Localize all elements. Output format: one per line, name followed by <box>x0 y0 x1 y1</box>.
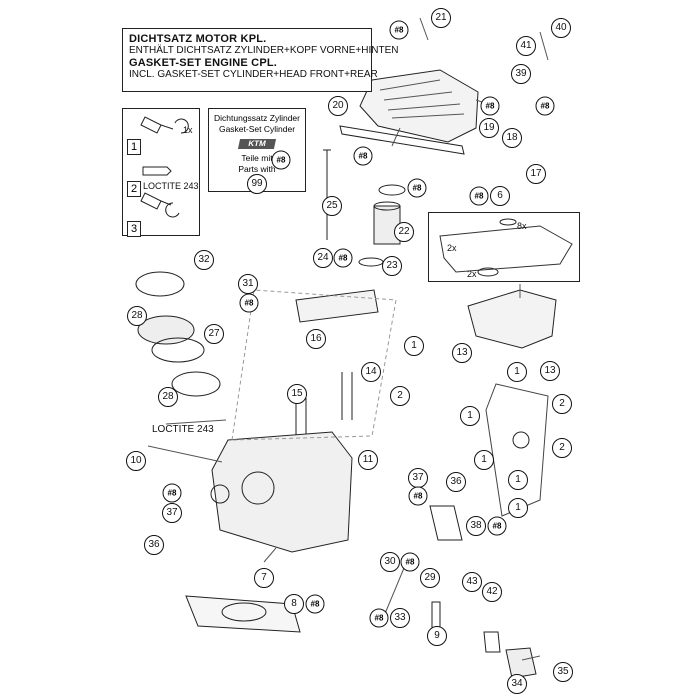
callout-10: 10 <box>126 451 146 471</box>
callout-11: 11 <box>358 450 378 470</box>
callout-30: 30 <box>380 552 400 572</box>
callout-1-gasket-e: 1 <box>508 470 528 490</box>
callout-1-mid: 1 <box>404 336 424 356</box>
ref-marker: #8 <box>369 608 389 628</box>
gasket-kit-desc-de: ENTHÄLT DICHTSATZ ZYLINDER+KOPF VORNE+HI… <box>129 45 399 56</box>
ref-marker: #8 <box>469 186 489 206</box>
ref-marker: #8 <box>162 483 182 503</box>
step-2-loctite: LOCTITE 243 <box>143 181 199 191</box>
callout-23: 23 <box>382 256 402 276</box>
callout-2-gasket-a: 2 <box>552 394 572 414</box>
callout-25: 25 <box>322 196 342 216</box>
callout-20: 20 <box>328 96 348 116</box>
callout-1-gasket-a: 1 <box>507 362 527 382</box>
qty-8x: 8x <box>517 221 527 231</box>
loctite-label: LOCTITE 243 <box>152 424 214 435</box>
callout-1-gasket-c: 1 <box>474 450 494 470</box>
ref-marker: #8 <box>333 248 353 268</box>
callout-29: 29 <box>420 568 440 588</box>
callout-38: 38 <box>466 516 486 536</box>
step-drawings <box>140 116 189 218</box>
gasket-kit-box: DICHTSATZ MOTOR KPL. ENTHÄLT DICHTSATZ Z… <box>122 28 399 92</box>
callout-40: 40 <box>551 18 571 38</box>
callout-19: 19 <box>479 118 499 138</box>
qty-2x-b: 2x <box>467 269 477 279</box>
callout-14: 14 <box>361 362 381 382</box>
ref-marker: #8 <box>305 594 325 614</box>
callout-27: 27 <box>204 324 224 344</box>
ref-marker: #8 <box>239 293 259 313</box>
gasket-kit-title-en: GASKET-SET ENGINE CPL. <box>129 57 278 69</box>
callout-31: 31 <box>238 274 258 294</box>
ref-marker: #8 <box>389 20 409 40</box>
qty-2x-a: 2x <box>447 243 457 253</box>
step-1-qty: 1x <box>183 125 193 135</box>
ref-marker: #8 <box>535 96 555 116</box>
callout-37-left: 37 <box>162 503 182 523</box>
step-3: 3 <box>127 221 141 237</box>
ref-marker: #8 <box>480 96 500 116</box>
callout-99: 99 <box>247 174 267 194</box>
callout-22: 22 <box>394 222 414 242</box>
callout-18: 18 <box>502 128 522 148</box>
ref-marker: #8 <box>400 552 420 572</box>
callout-9: 9 <box>427 626 447 646</box>
set-parts-en: Parts with <box>238 164 276 174</box>
callout-6: 6 <box>490 186 510 206</box>
gasket-kit-title-de: DICHTSATZ MOTOR KPL. <box>129 33 267 45</box>
callout-28-top: 28 <box>127 306 147 326</box>
callout-33: 33 <box>390 608 410 628</box>
callout-32: 32 <box>194 250 214 270</box>
callout-28-bottom: 28 <box>158 387 178 407</box>
ref-marker: #8 <box>407 178 427 198</box>
callout-16: 16 <box>306 329 326 349</box>
callout-34: 34 <box>507 674 527 694</box>
callout-39: 39 <box>511 64 531 84</box>
set-parts-de: Teile mit <box>241 153 273 163</box>
callout-15: 15 <box>287 384 307 404</box>
callout-13-left: 13 <box>452 343 472 363</box>
set-title-en: Gasket-Set Cylinder <box>218 124 296 134</box>
callout-7: 7 <box>254 568 274 588</box>
callout-36-left: 36 <box>144 535 164 555</box>
set-title-de: Dichtungssatz Zylinder <box>214 113 300 123</box>
callout-13-right: 13 <box>540 361 560 381</box>
cylinder-gasket-set-box: Dichtungssatz Zylinder Gasket-Set Cylind… <box>208 108 306 192</box>
ref-marker: #8 <box>408 486 428 506</box>
callout-41: 41 <box>516 36 536 56</box>
callout-2-mid: 2 <box>390 386 410 406</box>
callout-42: 42 <box>482 582 502 602</box>
callout-35: 35 <box>553 662 573 682</box>
step-2: 2 <box>127 181 141 197</box>
callout-1-gasket-b: 1 <box>460 406 480 426</box>
callout-24: 24 <box>313 248 333 268</box>
callout-2-gasket-b: 2 <box>552 438 572 458</box>
callout-1-gasket-d: 1 <box>508 498 528 518</box>
ktm-logo: KTM <box>237 139 277 149</box>
callout-8: 8 <box>284 594 304 614</box>
ref-marker: #8 <box>353 146 373 166</box>
ref-marker: #8 <box>487 516 507 536</box>
gasket-kit-desc-en: INCL. GASKET-SET CYLINDER+HEAD FRONT+REA… <box>129 69 378 80</box>
callout-43: 43 <box>462 572 482 592</box>
callout-21: 21 <box>431 8 451 28</box>
callout-37-right: 37 <box>408 468 428 488</box>
callout-36-right: 36 <box>446 472 466 492</box>
gasket-detail-box: 8x 2x 2x <box>428 212 580 282</box>
assembly-steps-box: 1 2 3 1x LOCTITE 243 <box>122 108 200 237</box>
set-ref-marker: #8 <box>271 150 291 170</box>
callout-17: 17 <box>526 164 546 184</box>
step-1: 1 <box>127 139 141 155</box>
